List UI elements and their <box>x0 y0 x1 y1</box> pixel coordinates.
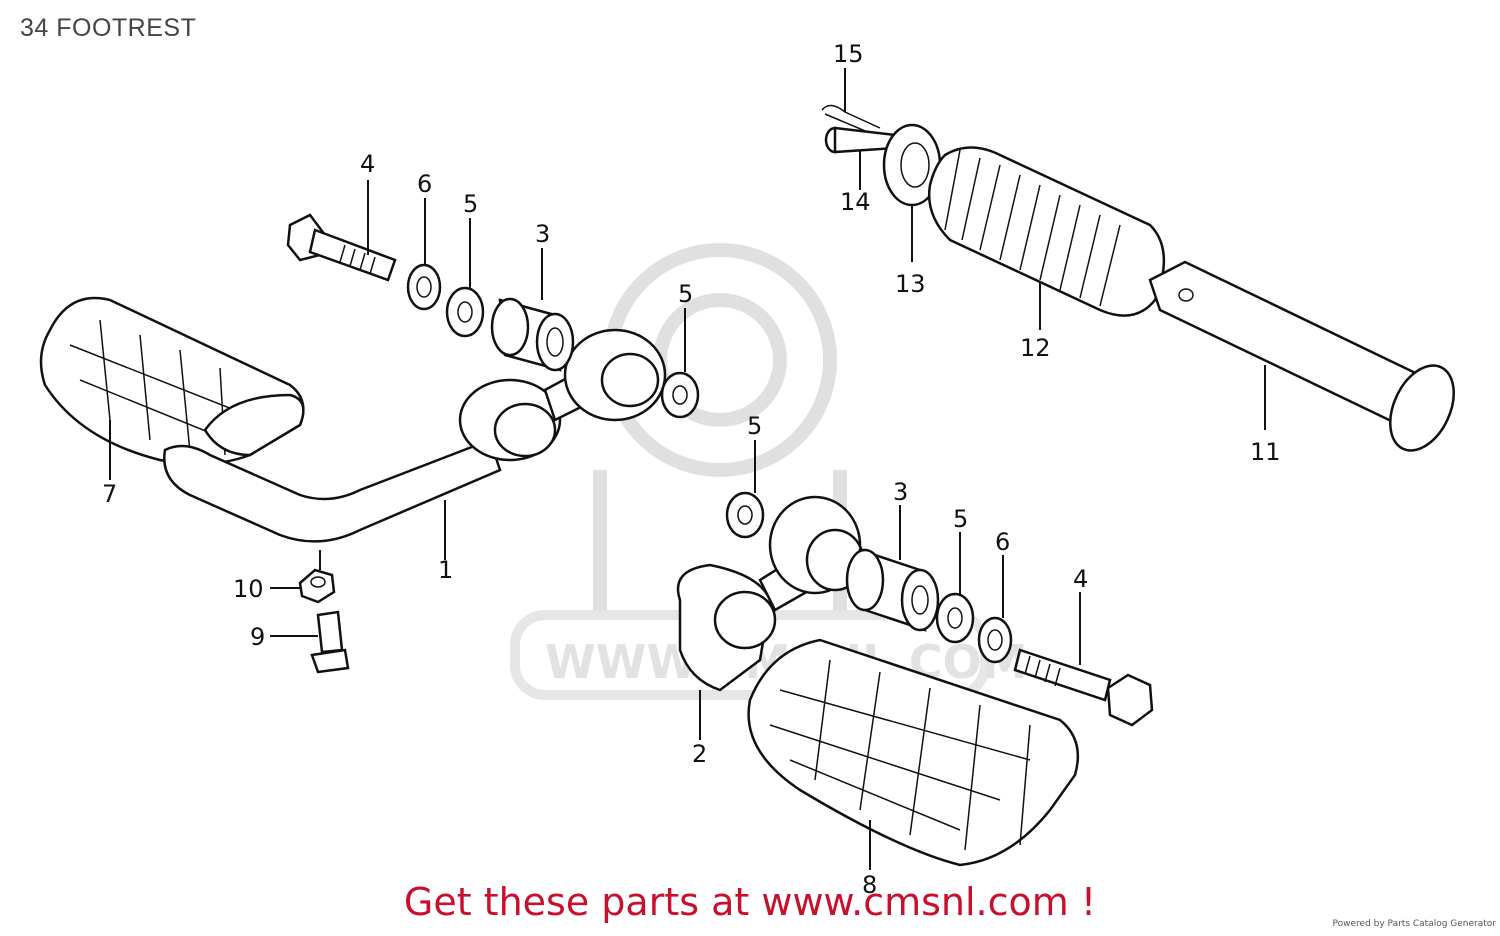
callout-15: 15 <box>833 40 864 68</box>
callout-14: 14 <box>840 188 871 216</box>
bolt-9 <box>310 610 350 674</box>
collar-3-right <box>845 548 940 632</box>
washer-5-left-outer <box>660 371 700 419</box>
callout-6-right: 6 <box>995 528 1010 556</box>
callout-7: 7 <box>102 480 117 508</box>
footrest-rubber-7 <box>39 296 305 466</box>
callout-5-left-outer: 5 <box>678 280 693 308</box>
callout-3-left: 3 <box>535 220 550 248</box>
callout-5-right-outer: 5 <box>953 505 968 533</box>
callout-3-right: 3 <box>893 478 908 506</box>
callout-9: 9 <box>250 623 265 651</box>
callout-5-left-inner: 5 <box>463 190 478 218</box>
bolt-4-right <box>1013 648 1154 727</box>
callout-12: 12 <box>1020 334 1051 362</box>
washer-5-right-inner <box>725 491 765 539</box>
bolt-4-left <box>286 213 397 282</box>
callout-1: 1 <box>438 556 453 584</box>
pillion-assembly <box>821 104 1455 452</box>
callout-6-left: 6 <box>417 170 432 198</box>
callout-8: 8 <box>862 871 877 899</box>
callout-2: 2 <box>692 740 707 768</box>
callout-4-left: 4 <box>360 150 375 178</box>
leader-lines <box>109 68 1266 870</box>
cta-link[interactable]: Get these parts at www.cmsnl.com ! <box>403 880 1097 924</box>
pin-14 <box>824 126 897 154</box>
callout-11: 11 <box>1250 438 1281 466</box>
credit-text: Powered by Parts Catalog Generator <box>1332 919 1496 929</box>
nut-10 <box>298 568 336 604</box>
left-footrest-assembly <box>39 213 700 674</box>
footrest-rubber-8 <box>747 638 1080 867</box>
spring-washer-6-left <box>406 263 442 311</box>
callout-5-right-inner: 5 <box>747 412 762 440</box>
washer-5-left <box>445 286 485 338</box>
page-title: 34 FOOTREST <box>20 14 197 42</box>
washer-5-right-outer <box>935 592 975 644</box>
callout-labels: 15 14 13 12 11 4 6 5 3 5 7 1 10 9 5 3 5 … <box>102 40 1281 899</box>
spring-washer-6-right <box>977 616 1013 664</box>
pillion-peg-11 <box>1148 260 1455 452</box>
rubber-12 <box>927 146 1166 317</box>
callout-4-right: 4 <box>1073 565 1088 593</box>
right-footrest-assembly <box>676 491 1154 867</box>
collar-3-left <box>490 297 575 372</box>
callout-13: 13 <box>895 270 926 298</box>
footrest-bar-1 <box>163 328 667 543</box>
callout-10: 10 <box>233 575 264 603</box>
